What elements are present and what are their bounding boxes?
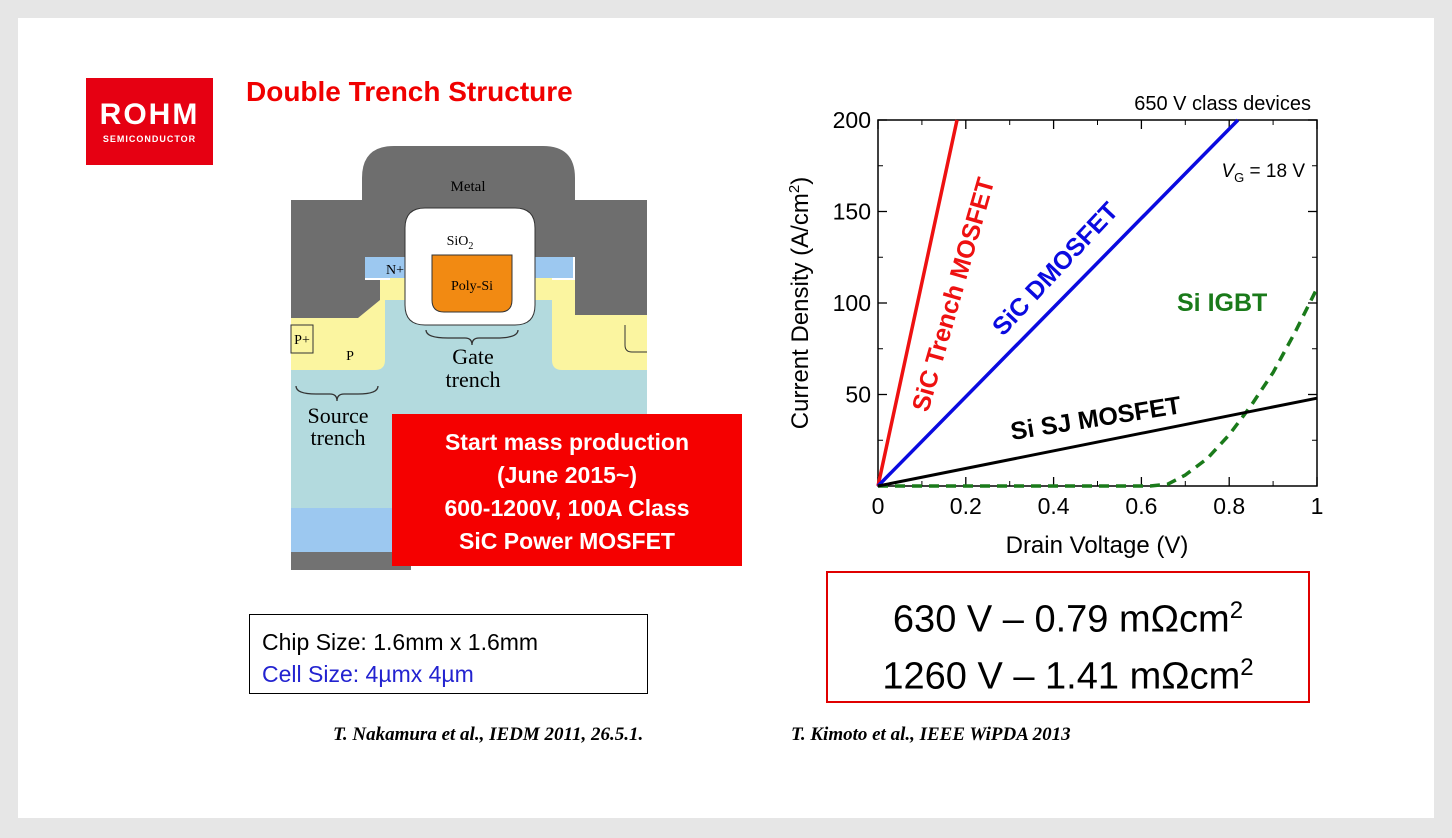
- chart-series: [876, 118, 1319, 488]
- label-poly-si: Poly-Si: [451, 279, 493, 294]
- chip-info-box: Chip Size: 1.6mm x 1.6mm Cell Size: 4µmx…: [249, 614, 648, 694]
- poly-si-gate: [431, 254, 513, 313]
- x-tick-label: 0.4: [1038, 493, 1070, 519]
- y-tick-label: 200: [833, 107, 871, 133]
- banner-line-1: Start mass production: [444, 429, 690, 455]
- banner-line-2: (June 2015~): [497, 462, 637, 488]
- reference-kimoto: T. Kimoto et al., IEEE WiPDA 2013: [791, 724, 1071, 745]
- cell-size-text: Cell Size: 4µmx 4µm: [262, 661, 474, 687]
- logo-brand: ROHM: [99, 98, 200, 131]
- label-p-plus: P+: [294, 333, 310, 348]
- ron-line-1: 630 V – 0.79 mΩcm2: [892, 597, 1244, 641]
- x-tick-label: 0: [872, 493, 885, 519]
- x-tick-label: 0.2: [950, 493, 982, 519]
- label-sio2: SiO2: [447, 234, 474, 252]
- slide-title: Double Trench Structure: [246, 76, 573, 107]
- series-line-si-igbt: [878, 287, 1319, 488]
- x-tick-label: 0.6: [1125, 493, 1157, 519]
- y-tick-label: 150: [833, 199, 871, 225]
- chip-size-text: Chip Size: 1.6mm x 1.6mm: [262, 629, 539, 655]
- y-tick-label: 100: [833, 290, 871, 316]
- ron-results-box: 630 V – 0.79 mΩcm2 1260 V – 1.41 mΩcm2: [826, 571, 1310, 703]
- label-gate-trench-line2: trench: [446, 367, 501, 392]
- ron-line-2: 1260 V – 1.41 mΩcm2: [882, 653, 1254, 698]
- mass-production-banner: Start mass production (June 2015~) 600-1…: [392, 414, 742, 566]
- label-n-plus: N+: [386, 263, 404, 278]
- reference-nakamura: T. Nakamura et al., IEDM 2011, 26.5.1.: [333, 724, 644, 745]
- banner-line-4: SiC Power MOSFET: [459, 528, 675, 554]
- x-tick-label: 1: [1311, 493, 1324, 519]
- rohm-logo: ROHM SEMICONDUCTOR: [86, 78, 213, 165]
- banner-line-3: 600-1200V, 100A Class: [444, 495, 690, 521]
- label-gate-trench-line1: Gate: [452, 344, 494, 369]
- series-line-sic-trench-mosfet: [876, 119, 959, 487]
- x-axis-label: Drain Voltage (V): [1006, 532, 1189, 559]
- source-trench-brace: [295, 385, 379, 402]
- y-axis-label: Current Density (A/cm2): [786, 177, 814, 429]
- logo-subtitle: SEMICONDUCTOR: [102, 134, 197, 144]
- series-label-si-sj: Si SJ MOSFET: [1009, 391, 1184, 446]
- x-tick-label: 0.8: [1213, 493, 1245, 519]
- label-metal: Metal: [451, 179, 486, 195]
- drain-metal-layer: [291, 552, 411, 570]
- label-source-trench-line1: Source: [307, 403, 368, 428]
- label-p: P: [346, 349, 354, 364]
- vg-annotation: VG = 18 V: [1221, 161, 1305, 185]
- y-tick-label: 50: [845, 382, 871, 408]
- series-line-sic-dmosfet: [876, 118, 1240, 488]
- label-source-trench-line2: trench: [311, 425, 366, 450]
- chart-title: 650 V class devices: [1134, 93, 1311, 115]
- p-plus-region: [290, 324, 314, 354]
- gate-trench-brace: [425, 329, 519, 346]
- substrate-layer: [291, 508, 411, 552]
- series-line-si-sj-mosfet: [877, 396, 1318, 488]
- series-label-si-igbt: Si IGBT: [1177, 289, 1267, 317]
- p-plus-right-outline: [624, 325, 647, 353]
- series-label-sic-dmosfet: SiC DMOSFET: [987, 197, 1124, 341]
- source-trench-metal: [291, 280, 380, 318]
